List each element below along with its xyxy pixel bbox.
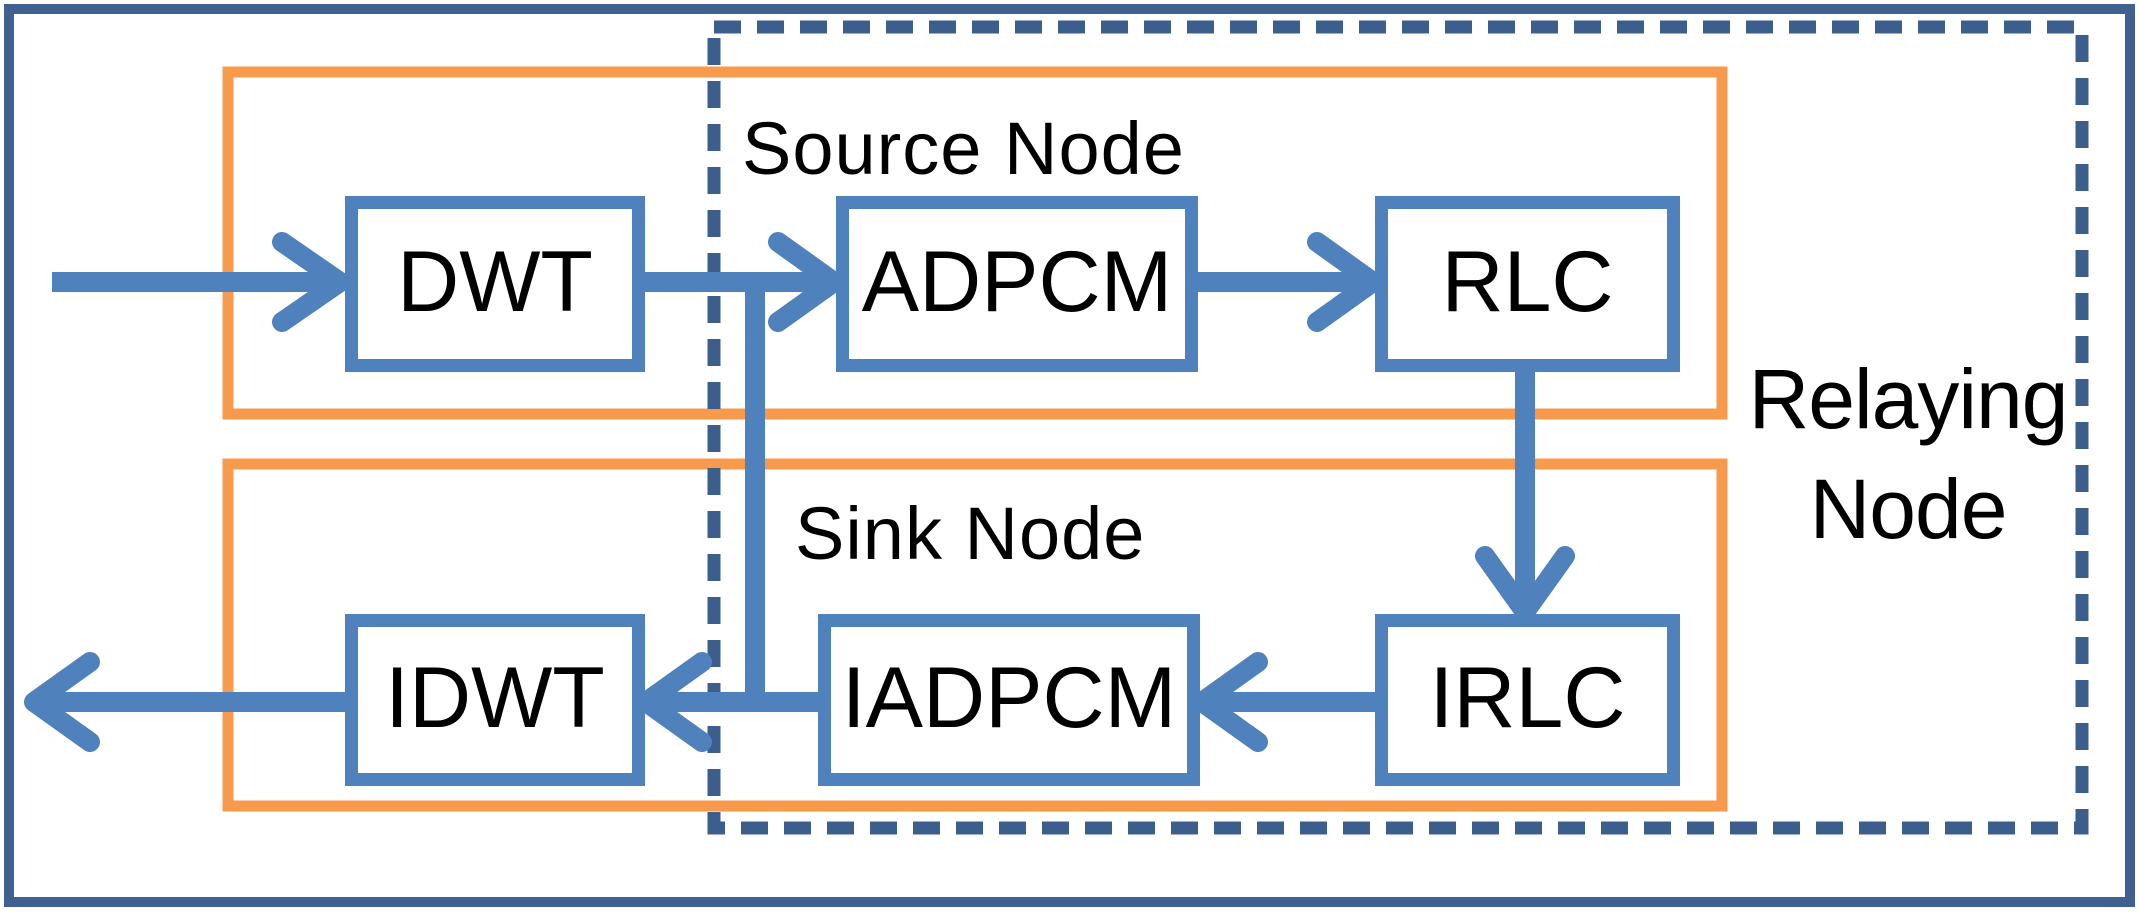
group-label-sink-node: Sink Node — [795, 492, 1146, 575]
box-dwt-label: DWT — [397, 233, 593, 330]
outer-frame — [4, 4, 2135, 907]
box-adpcm-label: ADPCM — [861, 233, 1173, 330]
arrow-adpcm-to-rlc-head — [1307, 232, 1383, 332]
arrow-input-to-dwt-head — [272, 232, 350, 332]
source-group-frame — [222, 66, 1728, 420]
arrow-dwt-to-adpcm — [645, 232, 844, 332]
arrow-iadpcm-to-idwt-head — [636, 652, 712, 752]
box-rlc-label: RLC — [1441, 233, 1614, 330]
relaying-node-label-line2: Node — [1809, 462, 2008, 556]
box-rlc: RLC — [1375, 196, 1680, 372]
arrow-irlc-to-iadpcm — [1192, 652, 1375, 752]
box-irlc-label: IRLC — [1429, 649, 1626, 746]
arrow-rlc-to-irlc-head — [1475, 546, 1575, 622]
arrow-rlc-to-irlc — [1475, 372, 1575, 622]
arrow-adpcm-to-rlc — [1198, 232, 1383, 332]
arrow-irlc-to-iadpcm-head — [1192, 652, 1268, 752]
relaying-node-label-line1: Relaying — [1748, 352, 2069, 446]
box-adpcm: ADPCM — [836, 196, 1198, 372]
box-irlc: IRLC — [1375, 614, 1680, 786]
arrow-input-to-dwt — [52, 232, 350, 332]
box-iadpcm-label: IADPCM — [841, 649, 1177, 746]
group-label-source-node: Source Node — [742, 107, 1185, 190]
box-idwt-label: IDWT — [385, 649, 605, 746]
box-dwt: DWT — [345, 196, 645, 372]
arrow-idwt-to-output-head — [24, 652, 100, 752]
box-iadpcm: IADPCM — [818, 614, 1200, 786]
group-label-relaying-node: Relaying Node — [1733, 344, 2083, 564]
arrow-dwt-to-adpcm-head — [768, 232, 844, 332]
arrow-iadpcm-to-idwt — [636, 652, 820, 752]
box-idwt: IDWT — [345, 614, 645, 786]
arrow-idwt-to-output — [24, 652, 348, 752]
relaying-group-dashed-frame — [707, 20, 2089, 835]
sink-group-frame — [222, 458, 1728, 812]
